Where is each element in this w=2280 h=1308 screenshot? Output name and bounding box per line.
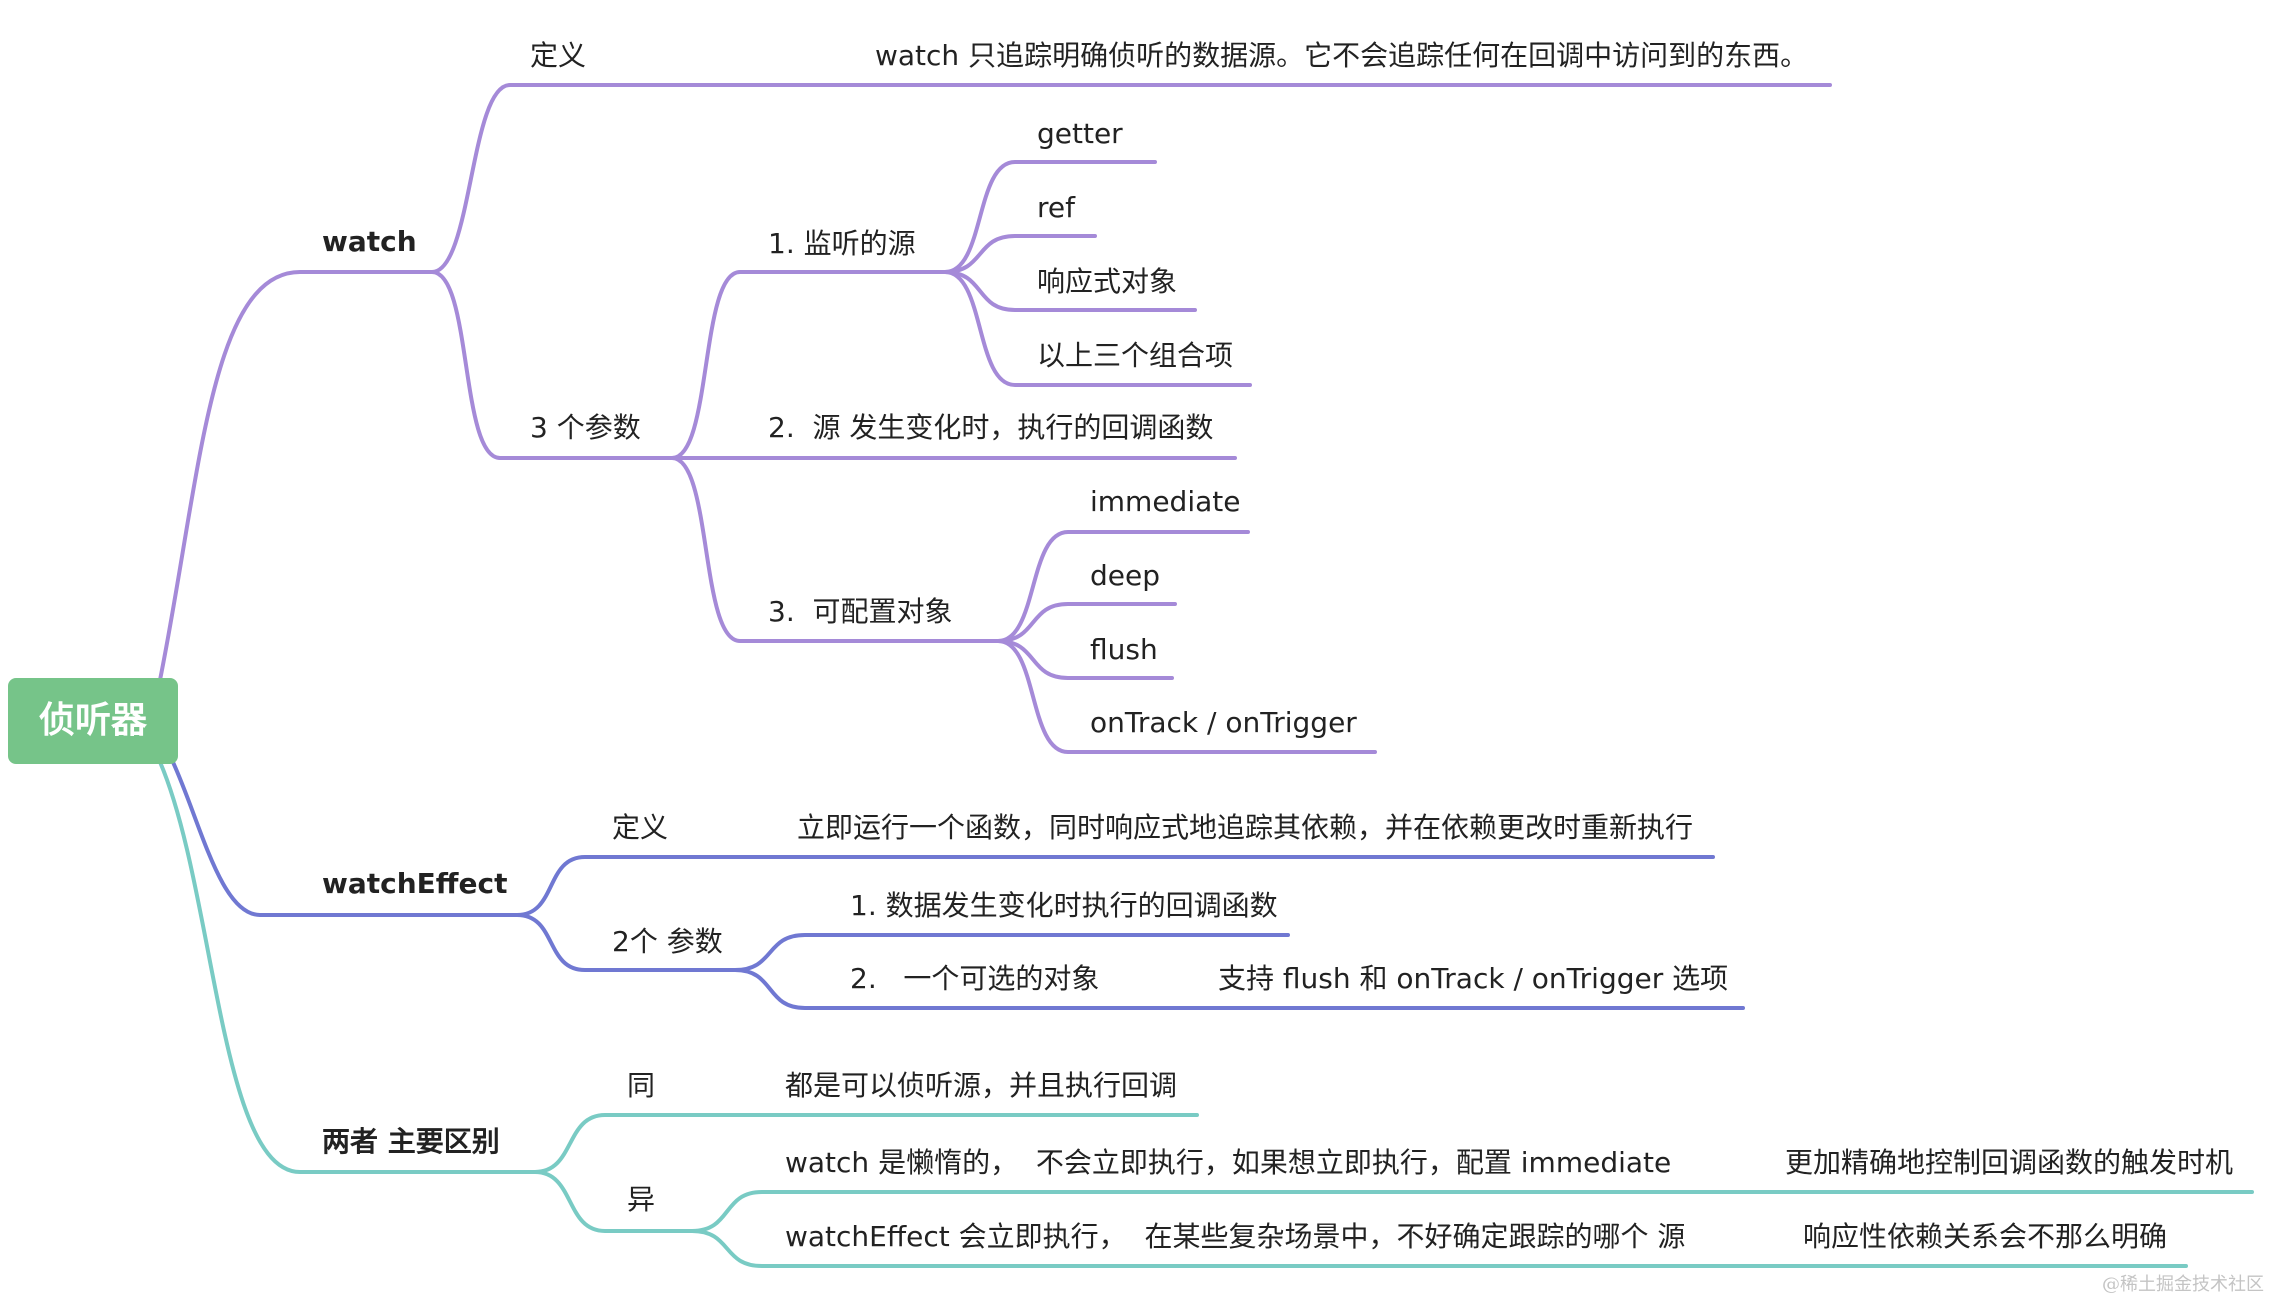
link-diff-different: [533, 1170, 694, 1233]
watch-options-node[interactable]: 3. 可配置对象: [768, 595, 953, 628]
link-options-immediate: [996, 530, 1250, 643]
watcheffect-definition-node[interactable]: 定义: [612, 811, 669, 844]
diff-watcheffect-text: watchEffect 会立即执行， 在某些复杂场景中，不好确定跟踪的哪个 源: [785, 1220, 1686, 1253]
watch-callback-node[interactable]: 2. 源 发生变化时，执行的回调函数: [768, 411, 1214, 444]
link-different-watcheffect: [690, 1229, 2188, 1268]
watch-branch-lines: [158, 83, 1832, 754]
link-params-options: [670, 456, 1000, 643]
watch-definition-text: watch 只追踪明确侦听的数据源。它不会追踪任何在回调中访问到的东西。: [875, 39, 1809, 72]
diff-watch-text: watch 是懒惰的， 不会立即执行，如果想立即执行，配置 immediate: [785, 1146, 1672, 1179]
link-watch-params: [430, 270, 674, 460]
watermark: @稀土掘金技术社区: [2102, 1274, 2264, 1295]
source-item-combined[interactable]: 以上三个组合项: [1037, 339, 1234, 372]
source-item-getter[interactable]: getter: [1037, 117, 1123, 150]
link-watcheffect-definition: [515, 855, 1715, 917]
link-source-ref: [943, 234, 1097, 274]
source-item-reactive[interactable]: 响应式对象: [1037, 265, 1178, 298]
link-root-watch: [158, 270, 434, 682]
link-params-second: [733, 968, 1745, 1010]
link-watch-definition: [430, 83, 1832, 274]
root-node[interactable]: 侦听器: [8, 678, 178, 764]
link-root-watcheffect: [170, 758, 519, 917]
diff-same-node[interactable]: 同: [627, 1069, 656, 1102]
diff-branch-lines: [158, 760, 2254, 1268]
link-source-reactive: [943, 270, 1197, 312]
watch-node[interactable]: watch: [322, 225, 417, 258]
link-options-flush: [996, 639, 1174, 680]
diff-different-node[interactable]: 异: [627, 1183, 656, 1216]
watch-source-node[interactable]: 1. 监听的源: [768, 227, 916, 260]
diff-watcheffect-note: 响应性依赖关系会不那么明确: [1803, 1220, 2168, 1253]
watch-definition-node[interactable]: 定义: [530, 39, 587, 72]
link-different-watch: [690, 1190, 2254, 1233]
link-options-ontrack: [996, 639, 1377, 754]
link-params-source: [670, 270, 947, 460]
watch-params-node[interactable]: 3 个参数: [530, 411, 641, 444]
option-deep[interactable]: deep: [1090, 559, 1160, 592]
watcheffect-param-second[interactable]: 2. 一个可选的对象: [850, 962, 1100, 995]
link-source-combined: [943, 270, 1252, 387]
option-flush[interactable]: flush: [1090, 633, 1158, 666]
watcheffect-param-second-detail: 支持 flush 和 onTrack / onTrigger 选项: [1218, 962, 1729, 995]
watcheffect-definition-text: 立即运行一个函数，同时响应式地追踪其依赖，并在依赖更改时重新执行: [797, 811, 1694, 844]
source-item-ref[interactable]: ref: [1037, 191, 1075, 224]
watcheffect-branch-lines: [170, 758, 1745, 1010]
link-diff-same: [533, 1113, 1199, 1174]
link-params-first: [733, 933, 1290, 972]
option-ontrack[interactable]: onTrack / onTrigger: [1090, 706, 1357, 739]
diff-same-text: 都是可以侦听源，并且执行回调: [785, 1069, 1178, 1102]
option-immediate[interactable]: immediate: [1090, 485, 1241, 518]
link-watcheffect-params: [515, 913, 737, 972]
watcheffect-node[interactable]: watchEffect: [322, 867, 508, 900]
diff-watch-note: 更加精确地控制回调函数的触发时机: [1785, 1146, 2234, 1179]
link-source-getter: [943, 160, 1157, 274]
link-root-diff: [158, 760, 537, 1174]
watcheffect-params-node[interactable]: 2个 参数: [612, 925, 723, 958]
watcheffect-param-first[interactable]: 1. 数据发生变化时执行的回调函数: [850, 889, 1278, 922]
diff-node[interactable]: 两者 主要区别: [322, 1125, 500, 1158]
link-options-deep: [996, 602, 1177, 643]
